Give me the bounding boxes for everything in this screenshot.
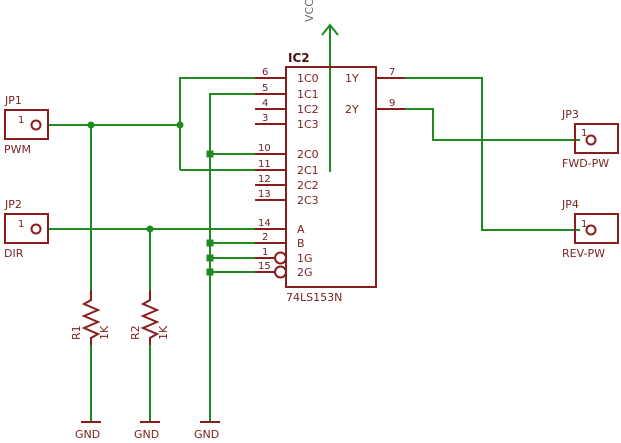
pin-number: 9 <box>389 98 395 109</box>
ic-left-pins <box>255 77 287 279</box>
resistor-r2[interactable]: R2 1K <box>129 290 170 345</box>
pin-number: 3 <box>262 113 268 124</box>
pin-number: 10 <box>258 143 271 154</box>
pin-number: 2 <box>262 232 268 243</box>
resistor-r1[interactable]: R1 1K <box>70 290 111 345</box>
pin-number: 5 <box>262 83 268 94</box>
connector-body <box>574 123 619 154</box>
connector-pad <box>585 224 597 236</box>
pin-label: 2G <box>297 266 313 279</box>
connector-jp1[interactable]: JP1 1 PWM <box>4 94 49 156</box>
ic-part-number: 74LS153N <box>286 291 342 304</box>
pin-number: 11 <box>258 159 271 170</box>
gnd-symbol: GND <box>194 421 220 441</box>
connector-body <box>574 213 619 244</box>
connector-ref: JP2 <box>4 198 22 211</box>
junction-dot <box>206 268 214 276</box>
wire-1y-jp4 <box>400 77 580 231</box>
ic-left-pin-labels: 1C0 1C1 1C2 1C3 2C0 2C1 2C2 2C3 A B 1G 2… <box>297 72 319 279</box>
connector-body <box>4 213 49 244</box>
ic2-component[interactable]: IC2 VCC 74LS153N 6 5 4 3 10 <box>255 0 405 304</box>
connector-pad <box>30 223 42 235</box>
pin-number: 6 <box>262 67 268 78</box>
pin-number: 15 <box>258 261 271 272</box>
connector-net-label: FWD-PW <box>562 157 609 170</box>
pin-number: 12 <box>258 174 271 185</box>
pin-number: 14 <box>258 218 271 229</box>
pin-label: 1G <box>297 252 313 265</box>
junction-dot <box>87 121 95 129</box>
pin-label: 1C3 <box>297 118 319 131</box>
ic-name: IC2 <box>288 51 310 65</box>
pin-label: 2C3 <box>297 194 319 207</box>
pin-label: A <box>297 223 305 236</box>
resistor-ref: R1 <box>70 325 83 340</box>
resistor-zigzag <box>81 290 101 345</box>
pin-number: 4 <box>262 98 268 109</box>
pin-number: 7 <box>389 67 395 78</box>
connector-net-label: DIR <box>4 247 24 260</box>
vcc-arrow <box>321 23 339 36</box>
junction-dot <box>176 121 184 129</box>
ic-right-pins: 7 9 1Y 2Y <box>345 67 405 116</box>
resistor-ref: R2 <box>129 325 142 340</box>
resistor-value: 1K <box>157 325 170 340</box>
resistor-zigzag <box>140 290 160 345</box>
junction-dot <box>206 239 214 247</box>
connector-ref: JP3 <box>561 108 579 121</box>
junction-dot <box>206 150 214 158</box>
connector-net-label: REV-PW <box>562 247 605 260</box>
connector-net-label: PWM <box>4 143 31 156</box>
gnd-label: GND <box>194 428 219 441</box>
pin-label: 2C2 <box>297 179 319 192</box>
connector-ref: JP1 <box>4 94 22 107</box>
connector-pin-number: 1 <box>581 128 587 139</box>
gnd-label: GND <box>134 428 159 441</box>
connector-body <box>4 109 49 140</box>
connector-jp2[interactable]: JP2 1 DIR <box>4 198 49 260</box>
connector-pad <box>585 134 597 146</box>
junction-dot <box>206 254 214 262</box>
pin-label: 2C1 <box>297 164 319 177</box>
junction-dot <box>146 225 154 233</box>
wire-2y-jp3 <box>400 108 580 141</box>
gnd-label: GND <box>75 428 100 441</box>
gnd-symbol: GND <box>75 421 101 441</box>
gnd-symbol: GND <box>134 421 160 441</box>
pin-number: 13 <box>258 189 271 200</box>
junctions <box>87 121 214 276</box>
ic-left-pin-numbers: 6 5 4 3 10 11 12 13 14 2 1 15 <box>258 67 271 272</box>
wires <box>48 23 580 422</box>
pin-label: 2C0 <box>297 148 319 161</box>
pin-label: B <box>297 237 305 250</box>
pin-number: 1 <box>262 247 268 258</box>
pin-label: 1C2 <box>297 103 319 116</box>
connector-pad <box>30 119 42 131</box>
wire-gnd-bus <box>209 93 260 422</box>
vcc-label: VCC <box>303 0 316 22</box>
pin-label: 2Y <box>345 103 359 116</box>
connector-pin-number: 1 <box>18 219 24 230</box>
connector-jp4[interactable]: JP4 1 REV-PW <box>561 198 619 260</box>
wire-pwm-1c0 <box>179 77 260 170</box>
pin-label: 1C1 <box>297 88 319 101</box>
ic-body <box>285 66 377 288</box>
connector-pin-number: 1 <box>18 115 24 126</box>
connector-ref: JP4 <box>561 198 579 211</box>
connector-pin-number: 1 <box>581 219 587 230</box>
connector-jp3[interactable]: JP3 1 FWD-PW <box>561 108 619 170</box>
pin-label: 1Y <box>345 72 359 85</box>
resistor-value: 1K <box>98 325 111 340</box>
pin-label: 1C0 <box>297 72 319 85</box>
